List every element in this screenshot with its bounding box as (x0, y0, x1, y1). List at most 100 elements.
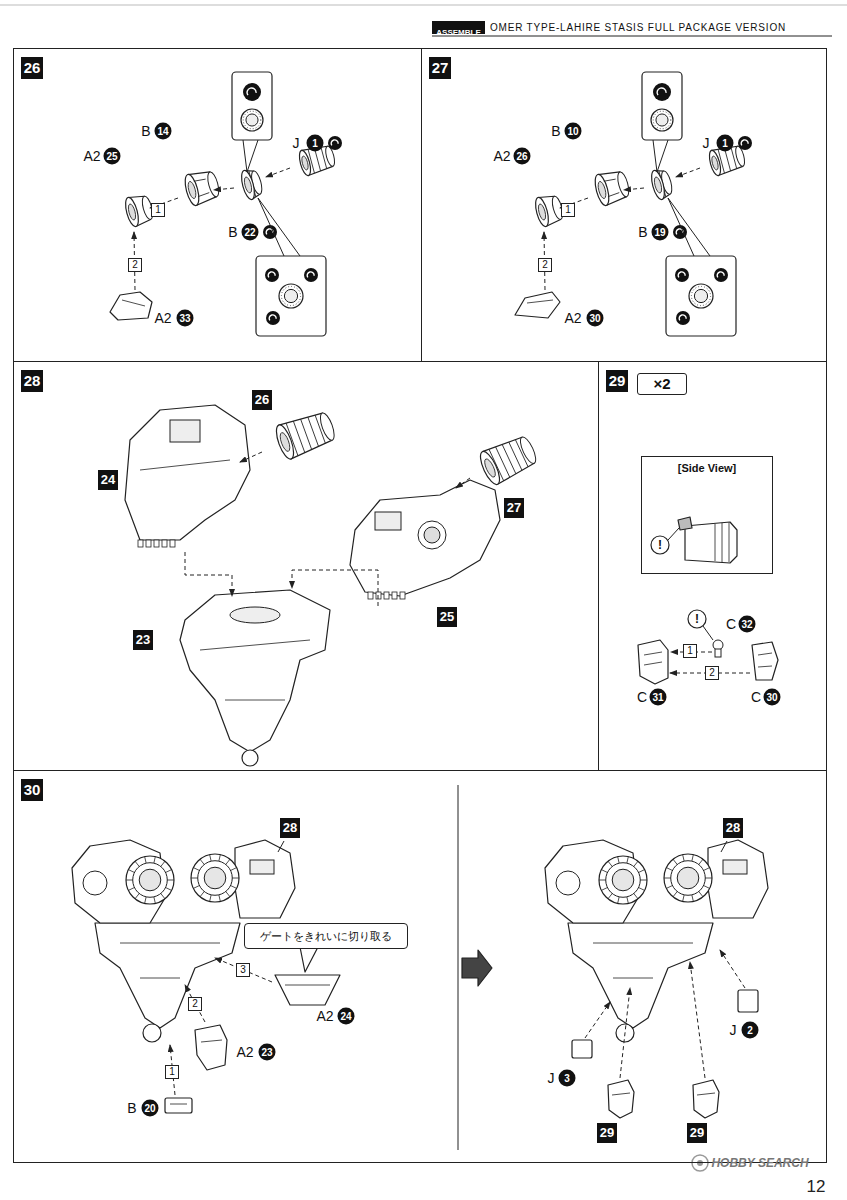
side-view-part (685, 522, 737, 563)
nozzle-front (191, 854, 239, 902)
small-part (612, 1093, 630, 1095)
small-part (608, 1080, 634, 1118)
nozzle-front (599, 856, 647, 904)
watermark: HOBBY SEARCH (711, 1157, 808, 1169)
cylinder-part (182, 173, 201, 207)
cut-gate-icon (266, 311, 280, 325)
small-part (275, 975, 340, 1005)
nozzle-front (191, 878, 198, 879)
nozzle-front (634, 894, 638, 899)
cylinder-part (592, 168, 631, 207)
hull-part (384, 592, 389, 599)
side-view-box: [Side View] (641, 456, 773, 574)
cylinder-part (123, 196, 141, 228)
cylinder-part (301, 155, 310, 170)
nozzle-front (193, 868, 199, 871)
body-part (225, 700, 285, 701)
dashed-arrow (214, 188, 234, 190)
ring-detail (241, 109, 263, 131)
step-number: 28 (21, 370, 43, 392)
cylinder-part (653, 176, 663, 193)
small-part (752, 642, 778, 680)
detail-inset (653, 140, 668, 172)
nozzle-front (161, 894, 165, 899)
nozzle-front (128, 870, 134, 873)
dashed-arrow (214, 188, 234, 190)
small-part (703, 626, 713, 640)
dashed-arrow (215, 958, 272, 982)
ring-detail (689, 284, 713, 308)
cut-gate-icon (268, 272, 275, 278)
part-letter: J (730, 1023, 737, 1037)
small-part (110, 292, 152, 320)
note-pointer (300, 947, 318, 972)
small-part (110, 292, 152, 320)
part-number: 14 (155, 123, 172, 140)
leader-line (721, 841, 727, 852)
hull-part (125, 405, 250, 540)
dashed-arrow (240, 452, 262, 462)
hull-part (350, 480, 500, 599)
divider-line (458, 785, 459, 1150)
cylinder-part (533, 196, 551, 228)
nozzle-front (618, 897, 619, 904)
cylinder-part (502, 444, 516, 473)
small-part (201, 1040, 222, 1042)
dashed-arrow (456, 478, 470, 488)
dashed-arrow (292, 570, 378, 606)
nozzle-front (166, 887, 172, 890)
side-view-part (651, 536, 669, 554)
cylinder-part (194, 178, 206, 182)
part-letter: B (551, 124, 560, 138)
cut-gate-icon (269, 315, 276, 321)
header-label: ASSEMBLE (436, 26, 480, 39)
leader-line (278, 841, 727, 852)
nozzle-front (639, 887, 645, 890)
cylinder-part (239, 169, 257, 201)
nozzle-front (699, 892, 703, 897)
side-view-part (678, 517, 692, 530)
cylinder-part (597, 181, 608, 200)
nozzle-front (226, 892, 230, 897)
cut-gate-icon (714, 268, 728, 282)
dashed-arrow (720, 950, 745, 988)
body-part (230, 607, 280, 623)
nozzle-front (601, 887, 607, 890)
step-order: 3 (236, 963, 250, 977)
dashed-arrow (456, 478, 470, 488)
nozzle-front (210, 855, 211, 862)
nozzle-front (219, 895, 220, 902)
nozzle-front (673, 859, 677, 864)
part-letter: B (228, 225, 237, 239)
cut-gate-icon (714, 268, 728, 282)
header-tag: ASSEMBLE (432, 21, 485, 34)
nozzle-front (673, 892, 677, 897)
ring-detail (694, 289, 707, 302)
small-part (758, 666, 772, 667)
cylinder-part (127, 203, 137, 220)
cylinder-part (239, 167, 265, 201)
detail-inset (258, 198, 300, 256)
body-part (242, 750, 258, 766)
nozzle-front (145, 857, 146, 864)
nozzle-front (634, 861, 638, 866)
cylinder-part (315, 415, 325, 443)
small-part (170, 1104, 187, 1105)
assembled-unit (95, 923, 240, 1028)
small-part (165, 1098, 192, 1113)
nozzle-front (126, 856, 174, 904)
part-number: 10 (565, 123, 582, 140)
hull-part (162, 540, 167, 547)
cylinder-part (297, 149, 313, 176)
part-letter: C (751, 690, 761, 704)
nozzle-front (167, 880, 174, 881)
nozzle-front (219, 855, 220, 862)
cut-gate-icon (331, 140, 338, 146)
ring-detail (689, 284, 713, 308)
watermark-logo (692, 1155, 708, 1171)
nozzle-front (145, 897, 146, 904)
part-letter: J (293, 136, 300, 150)
nozzle-front (126, 880, 133, 881)
